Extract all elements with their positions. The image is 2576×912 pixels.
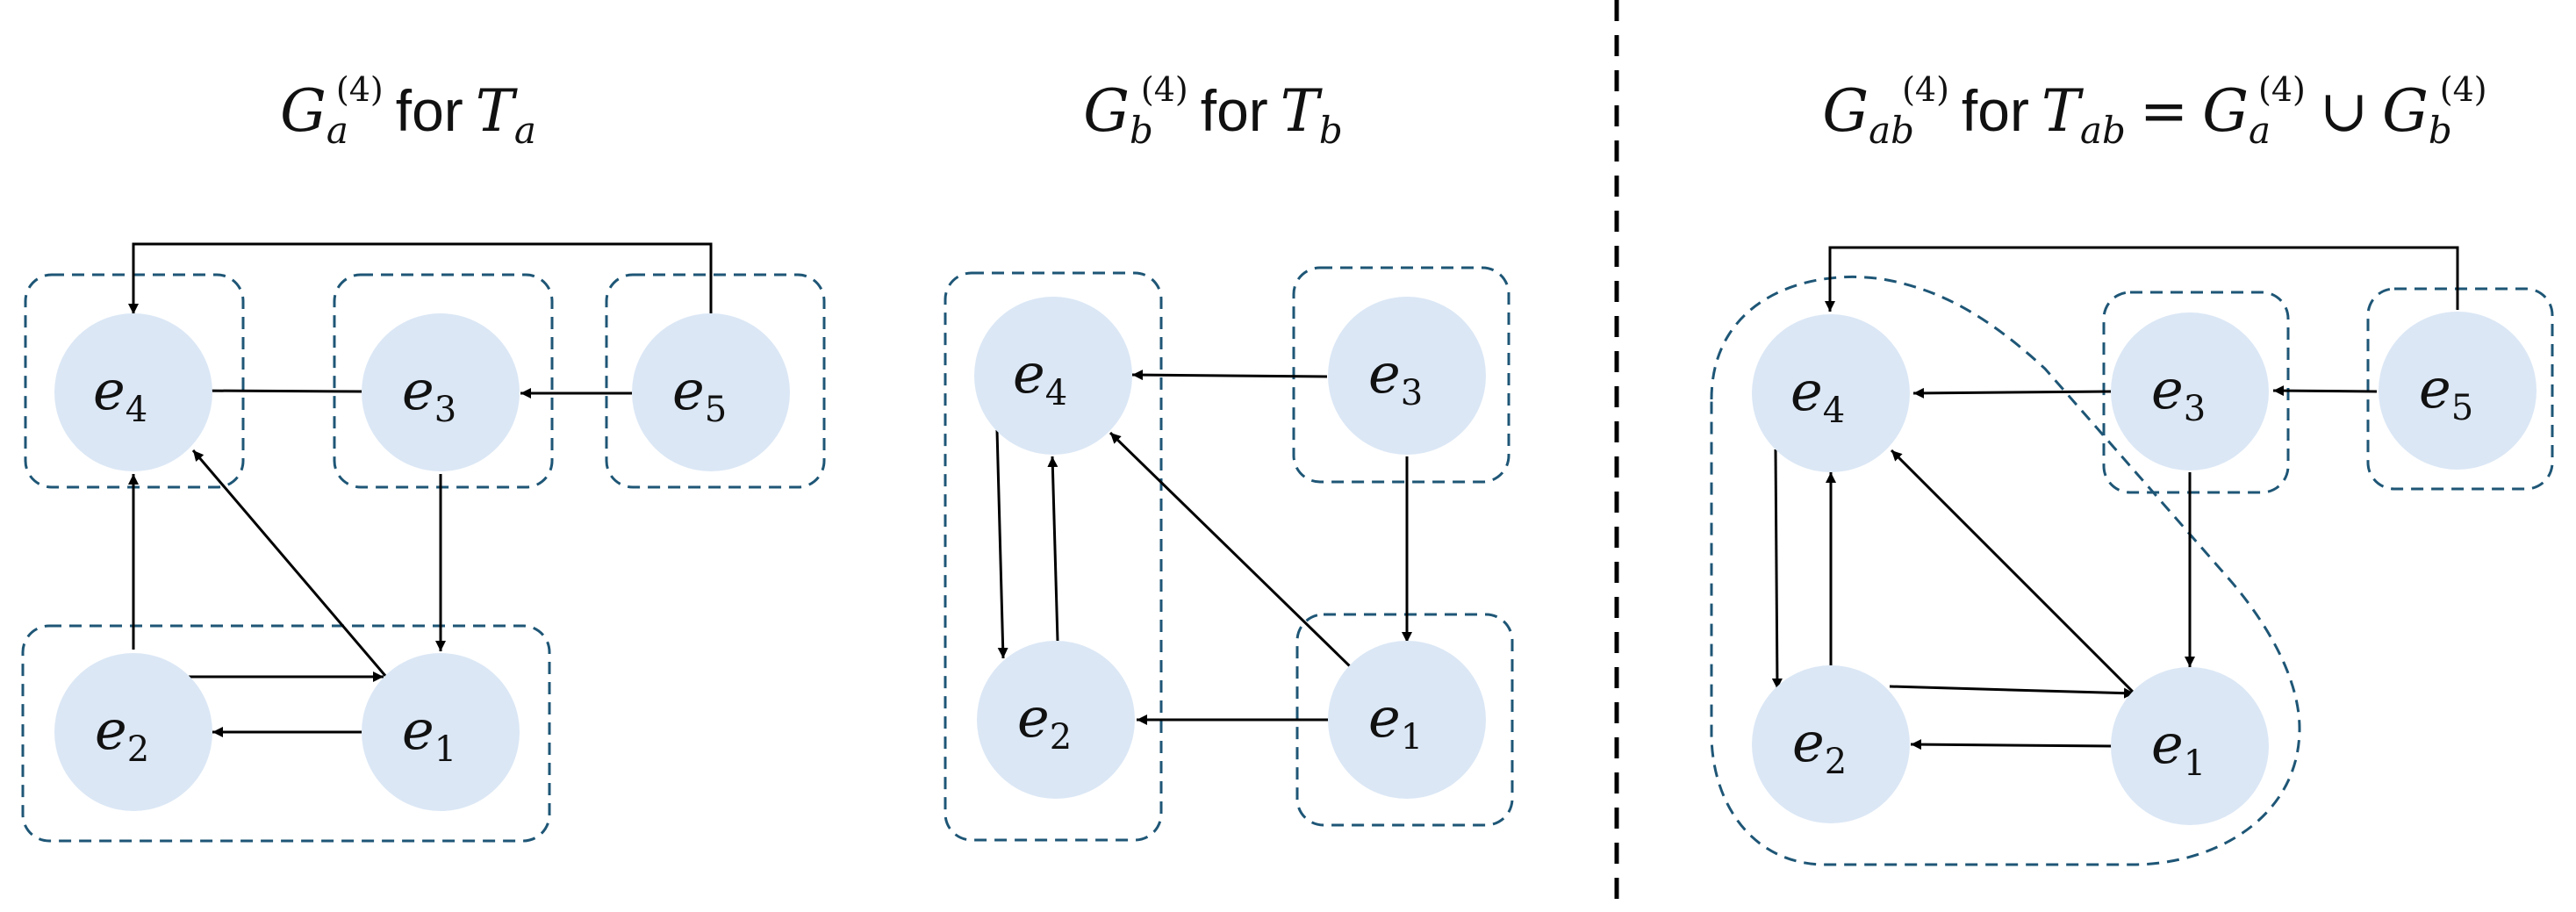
node-e4: e4 — [54, 313, 212, 471]
edges — [995, 370, 1412, 725]
node-label: e5 — [672, 358, 727, 430]
set-subscript: ab — [2079, 109, 2126, 152]
node-circle — [974, 297, 1132, 455]
edges — [128, 242, 713, 737]
graph-superscript: (4) — [1902, 70, 1949, 109]
group-box-e2-e1 — [21, 624, 551, 843]
node-label: e1 — [402, 698, 456, 770]
set-subscript: a — [513, 109, 536, 152]
group-box-e3 — [333, 273, 554, 489]
node-circle — [2379, 312, 2537, 470]
equals-sign: = — [2139, 77, 2189, 145]
graph-symbol: G — [2382, 77, 2429, 145]
graph-superscript: (4) — [2258, 70, 2306, 109]
node-e5: e5 — [632, 313, 790, 471]
node-circle — [1752, 314, 1910, 472]
set-symbol: T — [1280, 77, 1319, 145]
edge-e3-e4 — [1131, 370, 1328, 381]
set-symbol: T — [475, 77, 514, 145]
panel-ab: e4 e3 e5 e2 e1 — [1710, 246, 2554, 866]
node-label: e2 — [95, 698, 149, 770]
node-label: e5 — [2419, 356, 2473, 428]
node-circle — [1752, 665, 1910, 823]
node-label: e1 — [1368, 686, 1423, 758]
edges — [1771, 246, 2459, 750]
node-e1: e1 — [362, 653, 520, 811]
node-label: e3 — [402, 358, 456, 430]
node-circle — [1328, 297, 1486, 455]
graph-superscript: (4) — [2439, 70, 2487, 109]
graph-symbol: G — [280, 77, 326, 145]
set-subscript: b — [1318, 109, 1343, 152]
edge-e1-e4 — [1109, 431, 1354, 671]
group-box-e4-e2 — [944, 271, 1163, 842]
node-label: e4 — [1013, 341, 1067, 413]
node-e5: e5 — [2379, 312, 2537, 470]
graph-subscript: b — [1130, 109, 1153, 152]
group-box-e5 — [605, 273, 826, 489]
node-circle — [977, 641, 1135, 799]
panel-b: e4 e3 e2 e1 — [944, 266, 1514, 842]
node-e2: e2 — [1752, 665, 1910, 823]
graph-symbol: G — [1822, 77, 1869, 145]
set-symbol: T — [2041, 77, 2080, 145]
node-e2: e2 — [977, 641, 1135, 799]
group-blob-e4-e2-e1 — [1710, 275, 2301, 866]
edge-e2-e1 — [1889, 685, 2135, 699]
edge-e5-e4 — [1825, 246, 2459, 312]
node-circle — [54, 313, 212, 471]
node-circle — [2111, 667, 2269, 825]
node-e2: e2 — [54, 653, 212, 811]
edge-e5-e4 — [128, 242, 713, 314]
edge-e1-e4 — [191, 449, 388, 678]
graph-symbol: G — [2202, 77, 2249, 145]
node-label: e4 — [1790, 359, 1845, 431]
edge-e4-e2 — [1771, 449, 1783, 690]
node-e1: e1 — [1328, 641, 1486, 799]
node-circle — [54, 653, 212, 811]
group-box-e5 — [2366, 287, 2554, 491]
edge-e1-e2 — [1910, 739, 2113, 750]
node-label: e3 — [2151, 357, 2206, 429]
union-sign: ∪ — [2319, 77, 2369, 145]
node-label: e1 — [2151, 712, 2206, 784]
graph-subscript: a — [2248, 109, 2271, 152]
node-circle — [632, 313, 790, 471]
node-e1: e1 — [2111, 667, 2269, 825]
edge-e4-e2 — [995, 429, 1008, 659]
node-label: e2 — [1792, 710, 1847, 782]
node-e4: e4 — [1752, 314, 1910, 472]
panel-a: e4 e3 e5 e2 e1 — [21, 242, 826, 843]
node-circle — [362, 653, 520, 811]
node-label: e3 — [1368, 341, 1423, 413]
node-circle — [362, 313, 520, 471]
edge-e1-e4 — [1890, 449, 2136, 695]
group-box-e3 — [1292, 266, 1510, 484]
edge-e2-e4 — [1047, 456, 1059, 642]
node-e3: e3 — [2111, 312, 2269, 470]
graph-subscript: ab — [1869, 109, 1915, 152]
graph-subscript: b — [2428, 109, 2452, 152]
for-word: for — [395, 78, 463, 143]
for-word: for — [1200, 78, 1268, 143]
for-word: for — [1961, 78, 2029, 143]
graph-superscript: (4) — [335, 70, 384, 109]
node-e3: e3 — [362, 313, 520, 471]
node-circle — [2111, 312, 2269, 470]
group-boxes — [944, 266, 1514, 842]
node-e4: e4 — [974, 297, 1132, 455]
node-label: e2 — [1017, 686, 1072, 758]
node-label: e4 — [93, 358, 147, 430]
graph-superscript: (4) — [1140, 70, 1188, 109]
group-box-e1 — [1295, 613, 1514, 827]
graph-symbol: G — [1083, 77, 1130, 145]
edge-e3-e4 — [1912, 387, 2112, 399]
node-circle — [1328, 641, 1486, 799]
graph-subscript: a — [326, 109, 348, 152]
node-e3: e3 — [1328, 297, 1486, 455]
